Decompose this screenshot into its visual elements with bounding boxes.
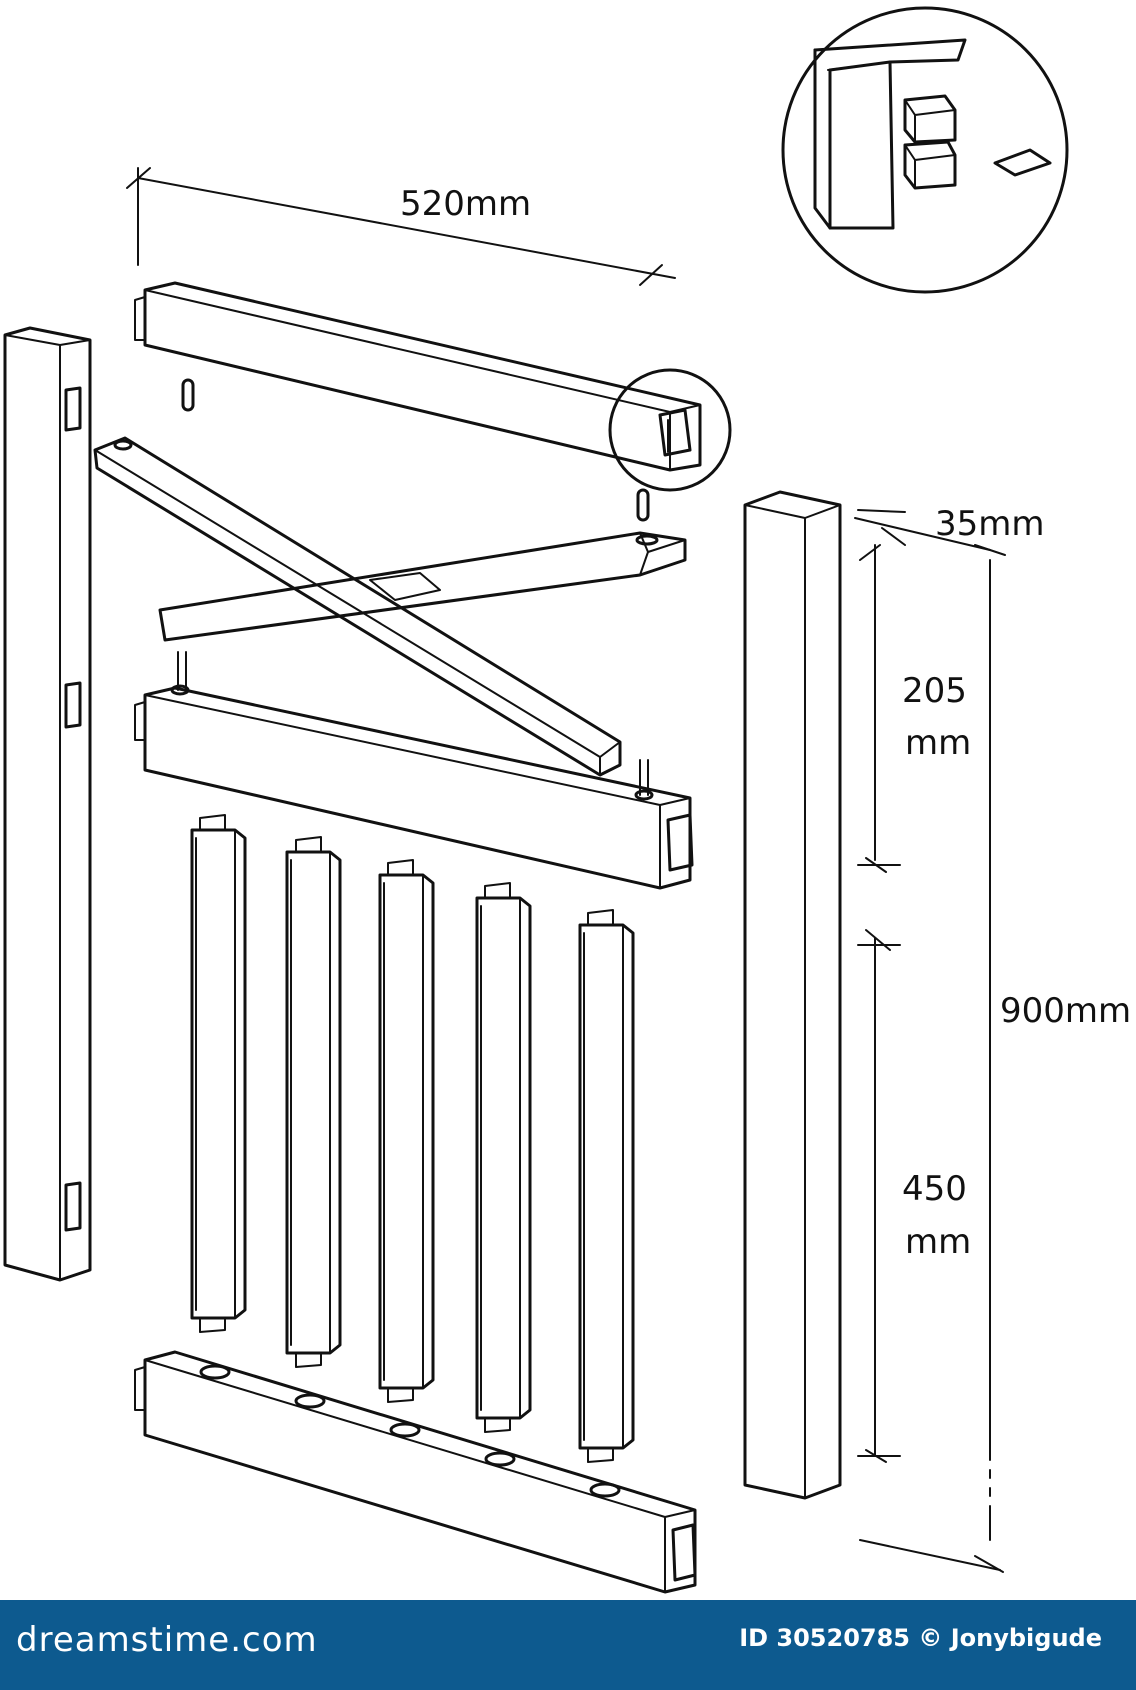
baluster-4 (475, 882, 532, 1433)
left-post (3, 326, 92, 1282)
watermark-footer: dreamstime.com ID 30520785 © Jonybigude (0, 1600, 1136, 1690)
top-rail (134, 281, 732, 522)
baluster-5 (578, 909, 635, 1463)
dimension-35-label: 35mm (935, 504, 1045, 544)
dimension-205-value: 205 (902, 671, 967, 711)
right-post (743, 490, 842, 1500)
brand-logo-text: dreamstime.com (16, 1620, 318, 1660)
dimension-520-label: 520mm (400, 184, 531, 224)
baluster-2 (285, 836, 342, 1368)
middle-rail (134, 651, 694, 890)
joint-detail-circle (781, 6, 1069, 294)
dimension-900-label: 900mm (1000, 991, 1131, 1031)
dimension-450-value: 450 (902, 1169, 967, 1209)
dimension-205-unit: mm (905, 723, 971, 763)
dimension-520: 520mm (126, 167, 676, 286)
detail-callout-circle (608, 368, 732, 492)
dimension-450-unit: mm (905, 1222, 971, 1262)
gate-exploded-diagram: 520mm (3, 6, 1131, 1594)
image-credit: ID 30520785 © Jonybigude (739, 1624, 1102, 1652)
baluster-3 (378, 859, 435, 1403)
cross-braces (93, 436, 687, 777)
bottom-rail (134, 1350, 697, 1594)
dimension-height (854, 509, 1006, 1573)
baluster-1 (190, 814, 247, 1333)
